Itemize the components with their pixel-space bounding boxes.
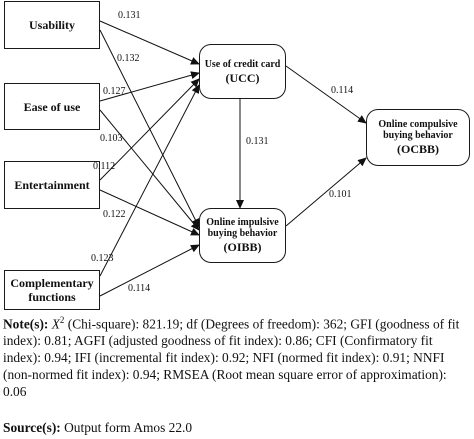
label-oibb-line2: buying behavior — [207, 228, 278, 239]
notes-heading: Note(s): — [3, 316, 49, 332]
arrow-oibb-ocbb — [285, 157, 367, 227]
arrow-usability-oibb — [99, 29, 200, 228]
label-entertainment: Entertainment — [14, 178, 90, 192]
label-oibb-line1: Online impulsive — [206, 217, 279, 228]
notes-text: (Chi-square): 821.19; df (Degrees of fre… — [3, 316, 460, 400]
box-usability: Usability — [4, 1, 100, 49]
arrow-ease-ucc — [99, 71, 200, 102]
box-entertainment: Entertainment — [4, 161, 100, 209]
arrow-ucc-ocbb — [285, 65, 367, 124]
chi-square-superscript: 2 — [59, 315, 65, 325]
notes-paragraph: Note(s): X2 (Chi-square): 821.19; df (De… — [3, 312, 471, 400]
label-complementary-line2: functions — [28, 290, 76, 304]
coef-ent-oibb: 0.122 — [103, 209, 126, 220]
path-diagram: Usability Ease of use Entertainment Comp… — [4, 1, 470, 310]
label-complementary-line1: Complementary — [10, 276, 94, 290]
label-ucc: Use of credit card — [204, 58, 281, 70]
coef-comp-ucc: 0.123 — [91, 253, 114, 264]
coef-comp-oibb: 0.114 — [128, 283, 151, 294]
label-ucc-abbr: (UCC) — [225, 70, 260, 85]
coef-usability-ucc: 0.131 — [118, 10, 141, 21]
arrow-comp-ucc — [99, 84, 200, 277]
coef-ent-ucc: 0.112 — [93, 161, 116, 172]
box-ease-of-use: Ease of use — [4, 83, 100, 130]
coef-oibb-ocbb: 0.101 — [329, 189, 352, 200]
source-line: Source(s): Output form Amos 22.0 — [3, 419, 471, 436]
coef-ease-ucc: 0.127 — [103, 86, 126, 97]
coef-ucc-ocbb: 0.114 — [331, 85, 354, 96]
label-ease-of-use: Ease of use — [23, 99, 81, 114]
coef-ucc-oibb: 0.131 — [246, 136, 269, 147]
label-ocbb-line2: buying behavior — [383, 130, 453, 141]
source-text: Output form Amos 22.0 — [64, 420, 193, 435]
box-ocbb: Online compulsive buying behavior (OCBB) — [366, 109, 470, 166]
label-ocbb-abbr: (OCBB) — [397, 142, 439, 156]
box-oibb: Online impulsive buying behavior (OIBB) — [199, 208, 286, 263]
arrow-usability-ucc — [99, 20, 200, 65]
arrow-comp-oibb — [99, 244, 200, 297]
arrow-ent-oibb — [99, 189, 200, 236]
box-complementary-functions: Complementary functions — [4, 270, 100, 310]
coef-usability-oibb: 0.132 — [117, 53, 140, 64]
label-ocbb-line1: Online compulsive — [378, 119, 458, 130]
label-usability: Usability — [28, 18, 75, 32]
arrow-ent-ucc — [99, 78, 200, 181]
coef-ease-oibb: 0.103 — [100, 133, 123, 144]
chi-square-symbol: X — [51, 316, 60, 332]
label-oibb-abbr: (OIBB) — [223, 240, 262, 254]
box-ucc: Use of credit card (UCC) — [199, 44, 286, 99]
source-heading: Source(s): — [3, 420, 61, 435]
arrow-ease-oibb — [99, 109, 200, 231]
arrow-layer — [99, 20, 367, 297]
